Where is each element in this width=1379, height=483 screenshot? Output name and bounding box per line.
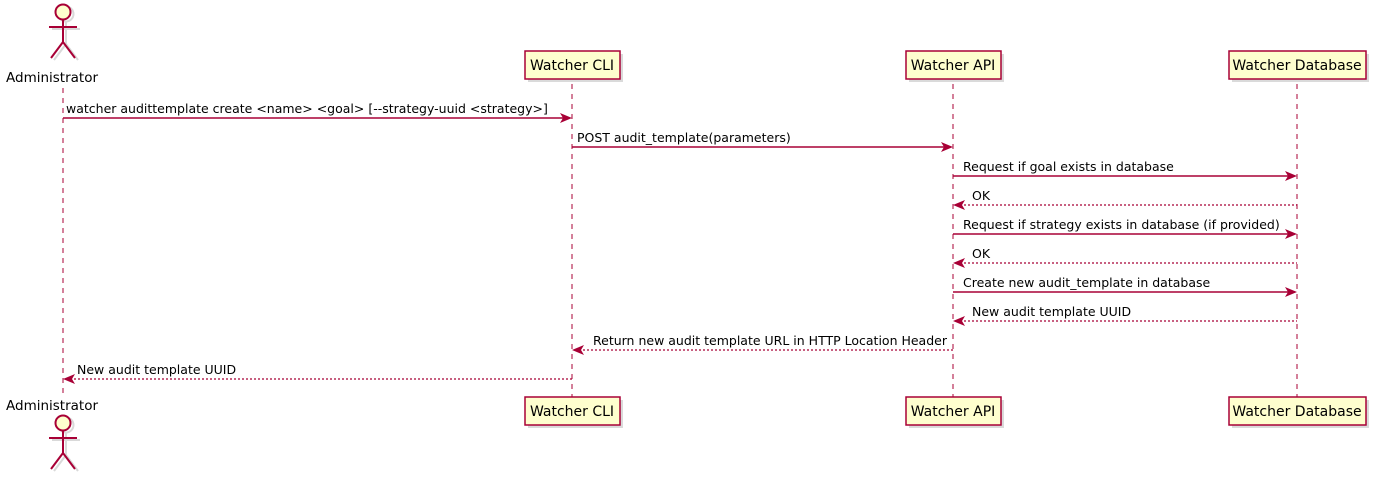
- participant-box-watcher-api-top[interactable]: Watcher API: [905, 50, 1004, 82]
- actor-administrator-bottom[interactable]: Administrator: [6, 398, 98, 472]
- participant-box-watcher-api-bottom[interactable]: Watcher API: [905, 396, 1004, 428]
- actor-head-icon-top: [54, 3, 72, 21]
- message-5-arrowhead: [953, 258, 965, 268]
- actor-label-administrator-top: Administrator: [6, 70, 98, 86]
- actor-administrator-top[interactable]: Administrator: [6, 3, 98, 87]
- actor-shadow-top: [52, 5, 80, 61]
- participant-label-watcher-database-bottom: Watcher Database: [1232, 404, 1361, 420]
- message-0-label: watcher audittemplate create <name> <goa…: [66, 101, 548, 116]
- message-2-arrowhead: [1285, 171, 1297, 181]
- message-3-label: OK: [972, 188, 991, 203]
- message-7-label: New audit template UUID: [972, 304, 1131, 319]
- participant-label-watcher-cli-top: Watcher CLI: [530, 58, 614, 74]
- box-rect: [1228, 396, 1367, 426]
- box-rect: [905, 396, 1002, 426]
- message-2[interactable]: Request if goal exists in database: [953, 159, 1297, 181]
- actor-leg-left-top: [50, 41, 64, 59]
- message-9-label: New audit template UUID: [77, 362, 236, 377]
- message-5[interactable]: OK: [953, 246, 1297, 268]
- message-2-label: Request if goal exists in database: [963, 159, 1174, 174]
- message-0-arrowhead: [560, 113, 572, 123]
- message-8-arrowhead: [572, 345, 584, 355]
- participant-label-watcher-api-top: Watcher API: [911, 58, 996, 74]
- participant-box-watcher-database-top[interactable]: Watcher Database: [1228, 50, 1369, 82]
- message-1-label: POST audit_template(parameters): [577, 130, 791, 145]
- message-3-arrowhead: [953, 200, 965, 210]
- actor-leg-left-bottom: [50, 452, 64, 470]
- box-rect: [905, 50, 1002, 80]
- box-rect: [524, 396, 621, 426]
- lifelines-group: [62, 84, 1298, 398]
- actor-label-administrator-bottom: Administrator: [6, 398, 98, 414]
- message-9-arrowhead: [63, 374, 75, 384]
- participant-box-watcher-cli-top[interactable]: Watcher CLI: [524, 50, 623, 82]
- box-rect: [524, 50, 621, 80]
- message-6[interactable]: Create new audit_template in database: [953, 275, 1297, 297]
- message-7[interactable]: New audit template UUID: [953, 304, 1297, 326]
- box-rect: [1228, 50, 1367, 80]
- message-5-label: OK: [972, 246, 991, 261]
- actor-head-icon-bottom: [54, 414, 72, 432]
- message-8-label: Return new audit template URL in HTTP Lo…: [593, 333, 948, 348]
- message-1-arrowhead: [941, 142, 953, 152]
- message-8[interactable]: Return new audit template URL in HTTP Lo…: [572, 333, 953, 355]
- message-4[interactable]: Request if strategy exists in database (…: [953, 217, 1297, 239]
- message-6-label: Create new audit_template in database: [963, 275, 1210, 290]
- participant-label-watcher-database-top: Watcher Database: [1232, 58, 1361, 74]
- participant-label-watcher-api-bottom: Watcher API: [911, 404, 996, 420]
- message-0[interactable]: watcher audittemplate create <name> <goa…: [63, 101, 572, 123]
- participant-box-watcher-database-bottom[interactable]: Watcher Database: [1228, 396, 1369, 428]
- message-1[interactable]: POST audit_template(parameters): [572, 130, 953, 152]
- message-3[interactable]: OK: [953, 188, 1297, 210]
- message-7-arrowhead: [953, 316, 965, 326]
- message-9[interactable]: New audit template UUID: [63, 362, 572, 384]
- message-6-arrowhead: [1285, 287, 1297, 297]
- message-4-label: Request if strategy exists in database (…: [963, 217, 1280, 232]
- participant-label-watcher-cli-bottom: Watcher CLI: [530, 404, 614, 420]
- message-4-arrowhead: [1285, 229, 1297, 239]
- actor-leg-right-top: [62, 41, 76, 59]
- actor-leg-right-bottom: [62, 452, 76, 470]
- participant-box-watcher-cli-bottom[interactable]: Watcher CLI: [524, 396, 623, 428]
